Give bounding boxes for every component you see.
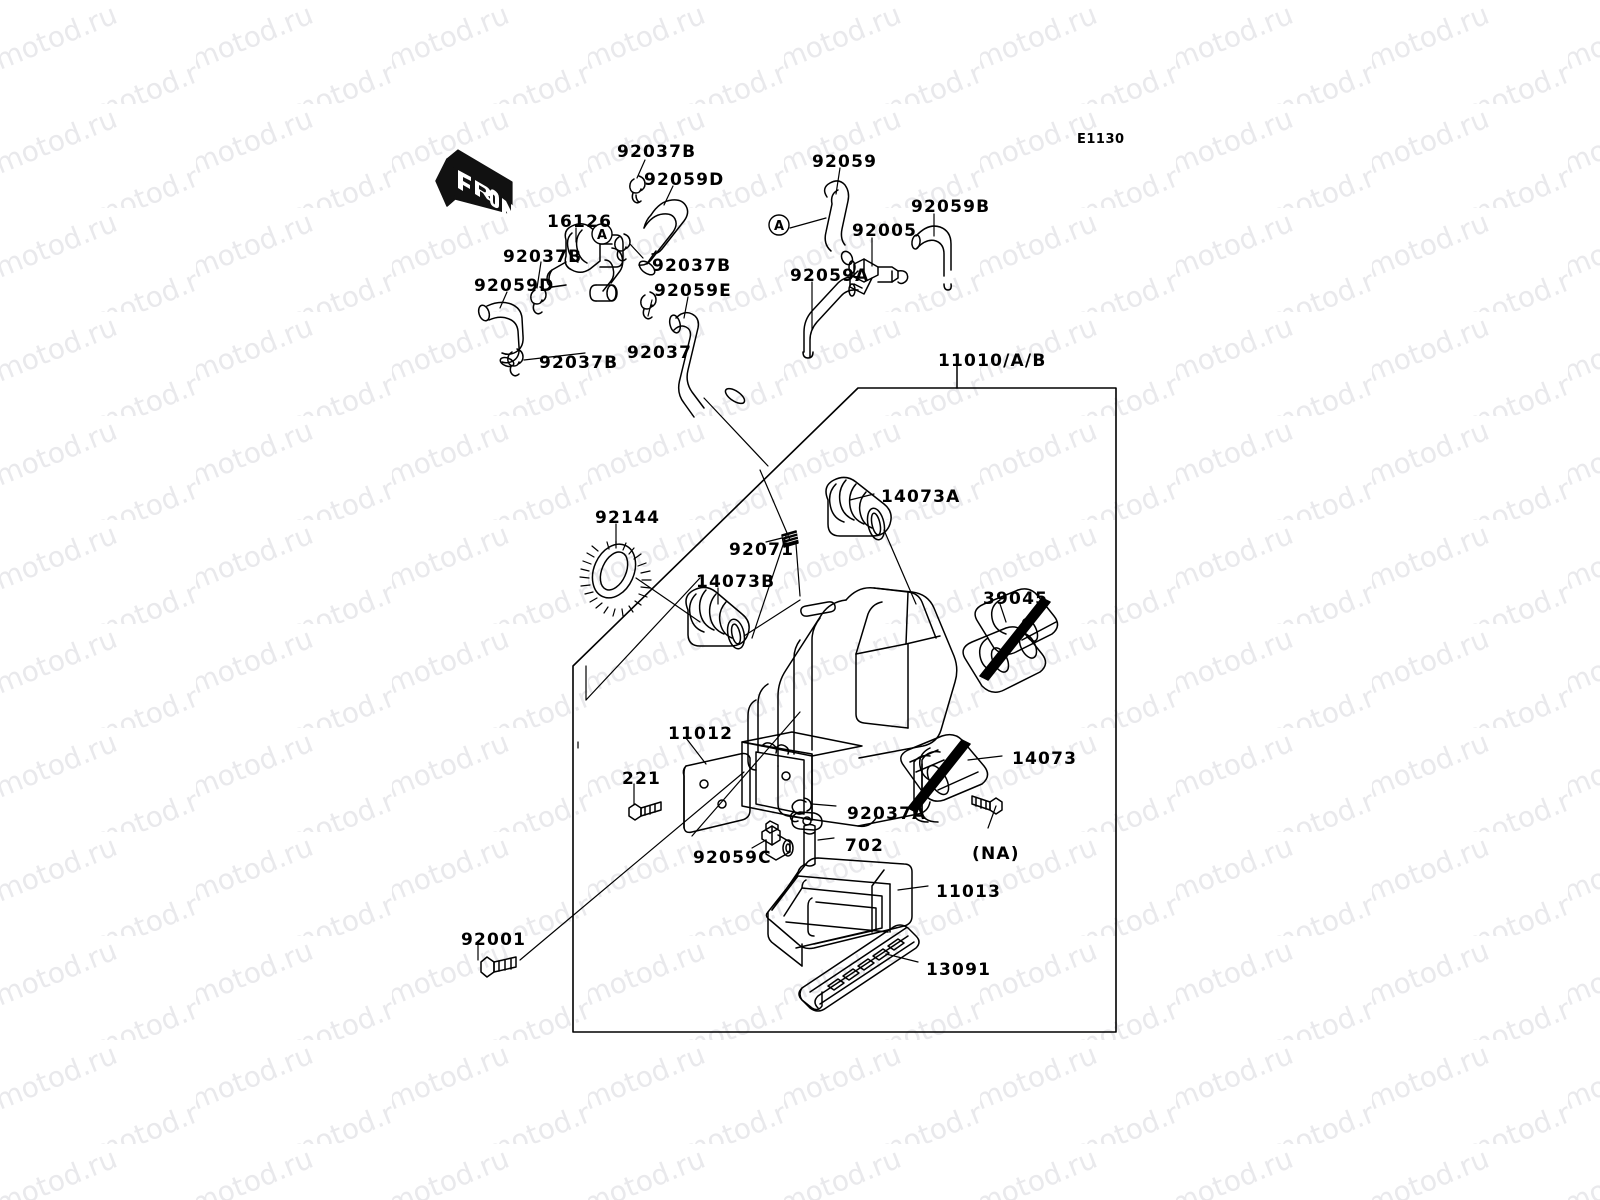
callout-92005: 92005 — [852, 221, 918, 241]
callout-92037b-top: 92037B — [617, 142, 697, 162]
callout-92144: 92144 — [595, 508, 661, 528]
callout-221: 221 — [622, 769, 662, 789]
callout-11012: 11012 — [668, 724, 734, 744]
svg-text:A: A — [774, 219, 784, 234]
callout-92059c: 92059C — [693, 848, 772, 868]
callout-92037: 92037 — [627, 343, 693, 363]
clamp-92037b-top — [629, 175, 646, 204]
front-arrow-icon — [435, 149, 515, 224]
filter-element-11013 — [765, 857, 913, 967]
callout-11010: 11010/A/B — [938, 351, 1047, 371]
callout-na: (NA) — [972, 844, 1020, 864]
callout-92059a: 92059A — [790, 266, 870, 286]
callout-14073: 14073 — [1012, 749, 1078, 769]
callout-16126: 16126 — [547, 212, 613, 232]
ref-bubble-a-right: A — [768, 214, 790, 236]
callout-92037a: 92037A — [847, 804, 927, 824]
screw-na — [971, 795, 1003, 815]
hose-92059d-lower — [477, 301, 524, 368]
callout-92001: 92001 — [461, 930, 527, 950]
callout-13091: 13091 — [926, 960, 992, 980]
callout-92071: 92071 — [729, 540, 795, 560]
callout-39045: 39045 — [983, 589, 1049, 609]
callout-92037b-left: 92037B — [503, 247, 583, 267]
leader-lines — [477, 159, 1007, 963]
callout-92037b-right: 92037B — [652, 256, 732, 276]
callout-92059d-top: 92059D — [644, 170, 725, 190]
callout-92037b-bottom: 92037B — [539, 353, 619, 373]
callout-14073b: 14073B — [696, 572, 776, 592]
spring-ring-92144 — [579, 540, 652, 617]
hose-92059 — [823, 180, 854, 266]
callout-92059d-lower: 92059D — [474, 276, 555, 296]
callout-92059b: 92059B — [911, 197, 991, 217]
callout-11013: 11013 — [936, 882, 1002, 902]
callout-702: 702 — [845, 836, 885, 856]
callout-14073a: 14073A — [881, 487, 961, 507]
callout-92059e: 92059E — [654, 281, 732, 301]
cover-plate-11012 — [682, 752, 751, 834]
callout-92059: 92059 — [812, 152, 878, 172]
bolt-92001 — [480, 956, 517, 978]
assembly-enclosure-frame — [572, 387, 1117, 1033]
holder-13091 — [798, 924, 920, 1012]
sheet-code: E1130 — [1077, 132, 1125, 147]
